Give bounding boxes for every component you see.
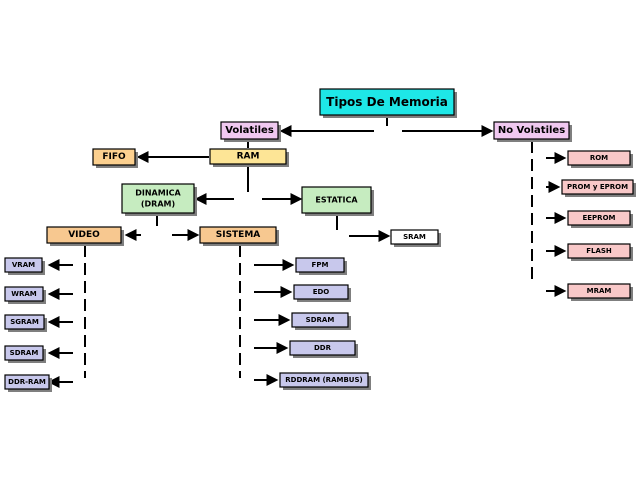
node-no-volatile-type-4-label: MRAM <box>587 287 612 295</box>
node-no-volatile-type-0: ROM <box>567 150 633 168</box>
node-no-volatile-type-0-label: ROM <box>590 154 608 162</box>
node-sistema-type-1: EDO <box>293 284 351 302</box>
node-sistema-type-1-label: EDO <box>313 288 330 296</box>
node-volatiles-label: Volatiles <box>225 125 274 136</box>
node-no-volatiles-box <box>493 121 570 140</box>
node-no-volatile-type-4-box <box>567 283 631 299</box>
node-video-type-1-box <box>4 286 44 302</box>
node-volatiles: Volatiles <box>220 121 281 142</box>
node-sram: SRAM <box>390 229 441 247</box>
node-no-volatile-type-3-box <box>567 243 631 259</box>
node-fifo-box <box>92 148 136 166</box>
node-no-volatile-type-1: PROM y EPROM <box>561 179 636 197</box>
node-sistema-type-2-label: SDRAM <box>306 316 335 324</box>
node-video-type-4-box <box>4 374 50 390</box>
node-no-volatile-type-4: MRAM <box>567 283 633 301</box>
node-video-type-2-box <box>4 314 45 330</box>
node-dinamica: DINAMICA (DRAM) <box>121 183 197 216</box>
node-video-type-2: SGRAM <box>4 314 47 332</box>
node-ram-box <box>209 148 287 165</box>
node-sistema: SISTEMA <box>199 226 279 246</box>
node-dinamica-label: (DRAM) <box>141 200 175 209</box>
node-ram-label: RAM <box>237 152 260 162</box>
node-no-volatile-type-0-box <box>567 150 631 166</box>
node-tipos-de-memoria: Tipos De Memoria <box>319 88 457 118</box>
node-no-volatile-type-1-label: PROM y EPROM <box>567 183 628 191</box>
node-sistema-type-0-box <box>295 257 345 273</box>
node-sistema-type-0-label: FPM <box>312 261 329 269</box>
node-fifo-label: FIFO <box>102 152 126 162</box>
node-sistema-type-3-label: DDR <box>314 344 332 352</box>
node-ram: RAM <box>209 148 289 167</box>
node-sistema-type-0: FPM <box>295 257 347 275</box>
node-video-type-0-label: VRAM <box>12 261 35 269</box>
node-no-volatile-type-2: EEPROM <box>567 210 633 228</box>
node-sram-label: SRAM <box>403 233 426 241</box>
node-no-volatiles: No Volatiles <box>493 121 572 142</box>
node-video-box <box>46 226 122 244</box>
node-sistema-box <box>199 226 277 244</box>
node-no-volatile-type-2-box <box>567 210 631 226</box>
node-video-type-3: SDRAM <box>4 345 46 363</box>
node-video-type-3-box <box>4 345 44 361</box>
node-estatica-box <box>301 186 372 214</box>
node-sistema-type-3: DDR <box>289 340 358 358</box>
node-sram-box <box>390 229 439 245</box>
node-volatiles-box <box>220 121 279 140</box>
node-sistema-type-2: SDRAM <box>291 312 351 330</box>
node-sistema-label: SISTEMA <box>216 230 261 240</box>
node-estatica: ESTATICA <box>301 186 374 216</box>
node-video-type-3-label: SDRAM <box>10 349 39 357</box>
node-no-volatiles-label: No Volatiles <box>498 125 565 136</box>
node-fifo: FIFO <box>92 148 138 168</box>
node-dinamica-label: DINAMICA <box>135 189 181 198</box>
node-sistema-type-1-box <box>293 284 349 300</box>
node-sistema-type-4: RDDRAM (RAMBUS) <box>279 372 371 390</box>
node-sistema-type-4-label: RDDRAM (RAMBUS) <box>285 376 362 384</box>
node-video-type-4-label: DDR-RAM <box>8 378 46 386</box>
node-tipos-de-memoria-label: Tipos De Memoria <box>326 95 448 109</box>
node-video-type-0: VRAM <box>4 257 45 275</box>
node-dinamica-box <box>121 183 195 214</box>
node-sistema-type-3-box <box>289 340 356 356</box>
node-no-volatile-type-1-box <box>561 179 634 195</box>
node-no-volatile-type-3-label: FLASH <box>586 247 612 255</box>
node-video-type-1: WRAM <box>4 286 46 304</box>
node-sistema-type-2-box <box>291 312 349 328</box>
node-video-type-0-box <box>4 257 43 273</box>
node-estatica-label: ESTATICA <box>315 196 358 205</box>
node-video-type-4: DDR-RAM <box>4 374 52 392</box>
node-sistema-type-4-box <box>279 372 369 388</box>
node-video-label: VIDEO <box>68 230 100 240</box>
node-no-volatile-type-3: FLASH <box>567 243 633 261</box>
node-tipos-de-memoria-box <box>319 88 455 116</box>
node-no-volatile-type-2-label: EEPROM <box>582 214 615 222</box>
node-video-type-1-label: WRAM <box>11 290 37 298</box>
node-video-type-2-label: SGRAM <box>10 318 39 326</box>
node-video: VIDEO <box>46 226 124 246</box>
